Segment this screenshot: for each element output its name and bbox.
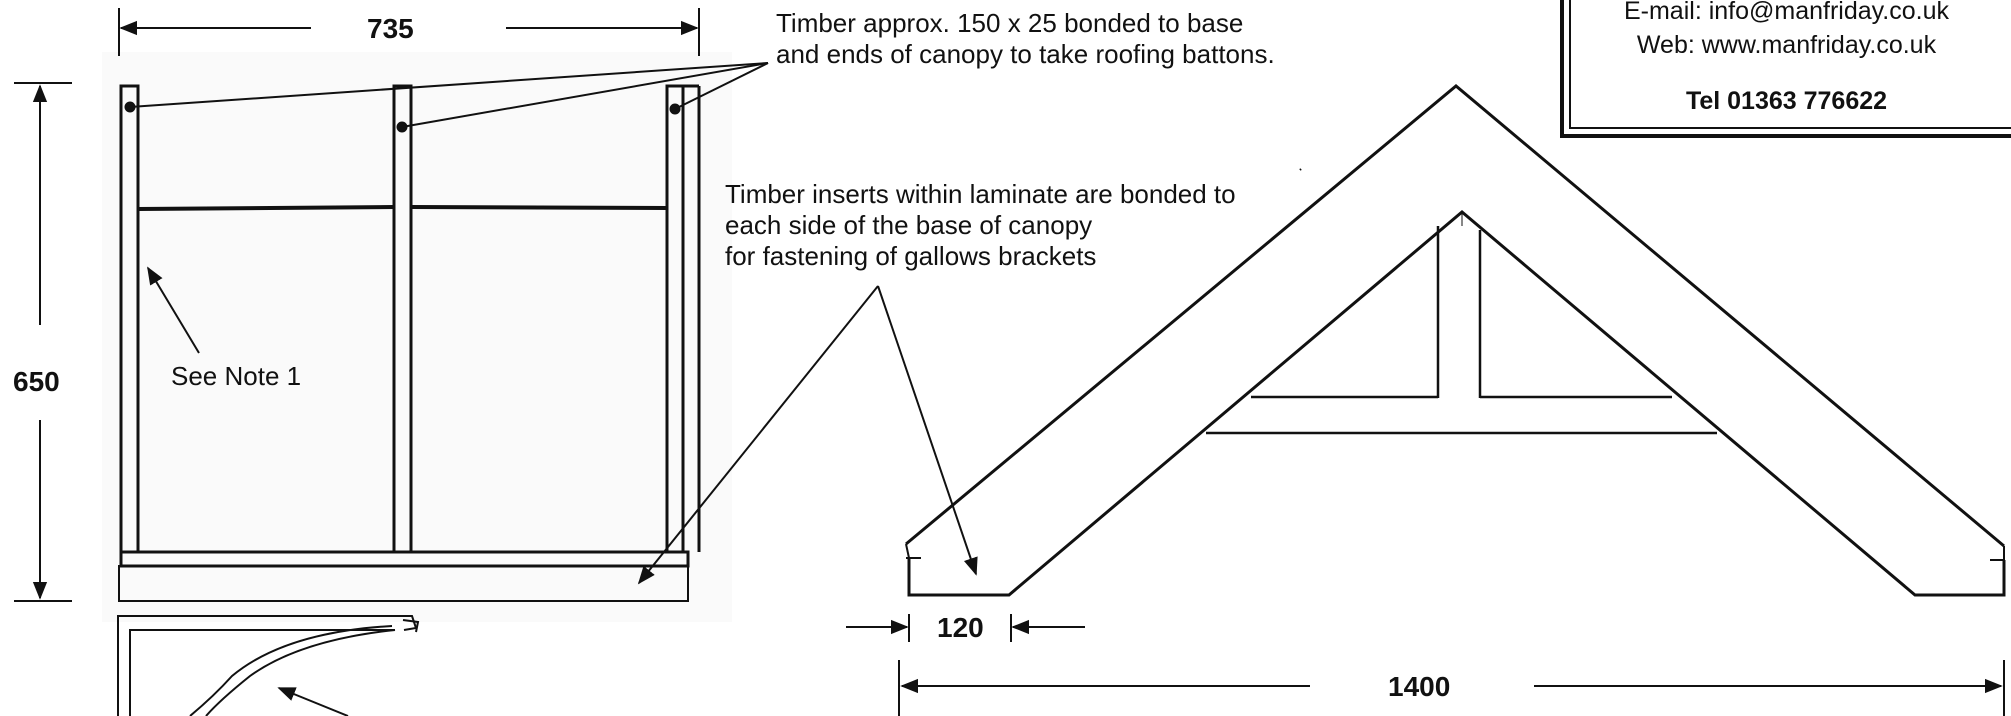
dimension-lines [14,8,2005,716]
leader-lines [129,62,1302,716]
note-line: and ends of canopy to take roofing batto… [776,39,1275,69]
contact-box-frame [1560,0,2011,138]
contact-tel: Tel 01363 776622 [1685,87,1888,115]
note-timber-battons: Timber approx. 150 x 25 bonded to base a… [776,8,1275,70]
contact-box: E-mail: info@manfriday.co.uk Web: www.ma… [1562,0,2011,132]
note-line: for fastening of gallows brackets [725,241,1097,271]
base-front [118,565,689,602]
note-timber-inserts: Timber inserts within laminate are bonde… [725,179,1236,272]
cross-rail [137,205,395,211]
note-see-note-1: See Note 1 [171,361,302,391]
gallows-bracket [117,615,420,716]
dimension-eave-width: 120 [937,612,984,643]
note-line: each side of the base of canopy [725,210,1093,240]
note-line: Timber inserts within laminate are bonde… [725,179,1236,209]
note-line: Timber approx. 150 x 25 bonded to base [776,8,1244,38]
gable-elevation [905,84,2006,597]
dimension-height-left: 650 [13,366,60,397]
dimension-overall-width: 1400 [1388,671,1451,702]
contact-email: E-mail: info@manfriday.co.uk [1623,0,1950,25]
dimension-width-top: 735 [367,13,414,44]
plan-view [102,52,732,622]
contact-web: Web: www.manfriday.co.uk [1636,31,1937,59]
